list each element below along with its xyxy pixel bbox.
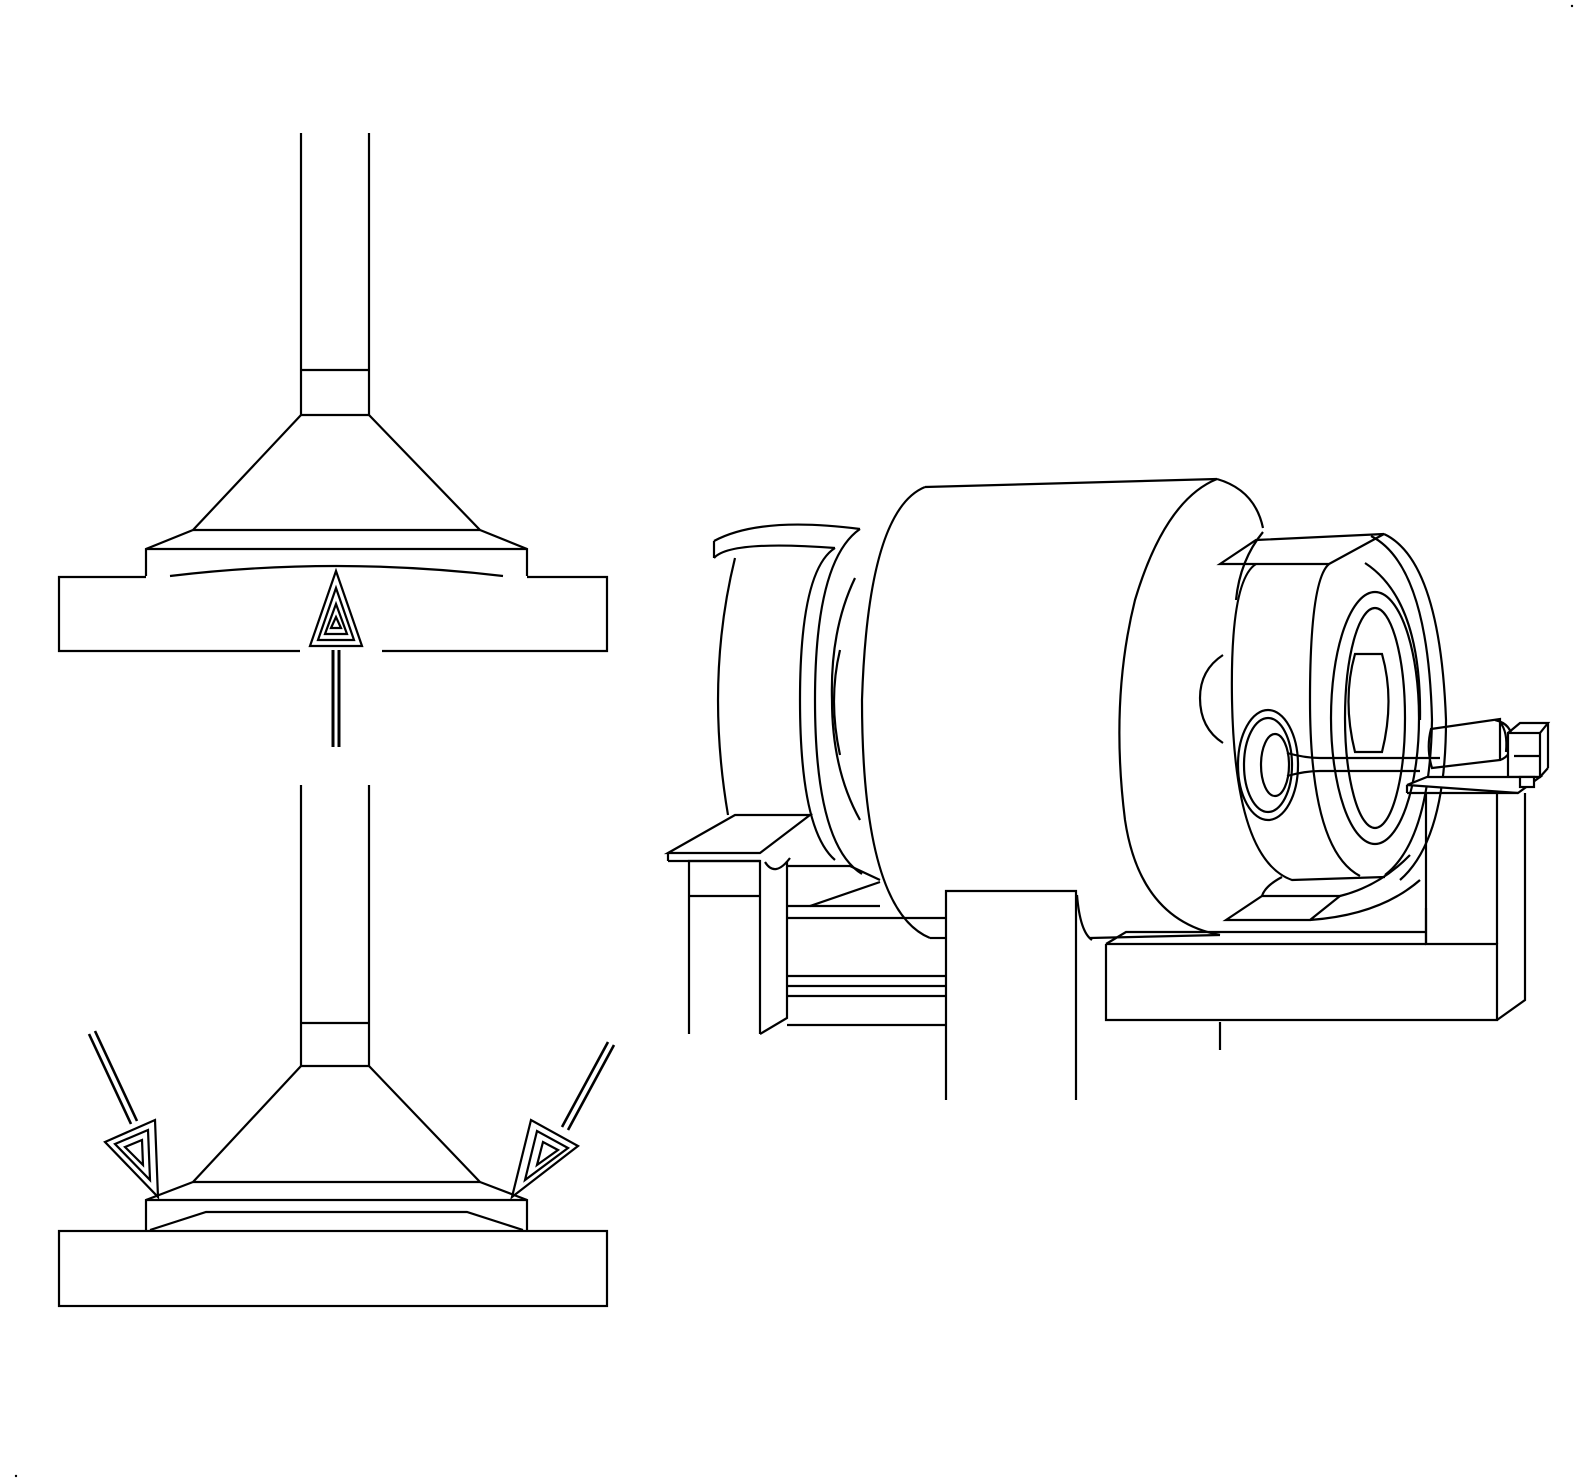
machine-left-pedestal [663, 813, 814, 1035]
corner-speck-top-right [1570, 4, 1574, 8]
top-valve-seat-block [57, 575, 609, 653]
top-valve-head [144, 414, 529, 578]
valve-grinding-machine [663, 477, 1551, 1100]
left-contact-arrow [87, 1030, 160, 1200]
machine-center-column [944, 889, 1078, 1100]
corner-speck-bottom-left [14, 1474, 18, 1478]
machine-valve-chuck [1236, 708, 1440, 822]
machine-right-wheel [1198, 531, 1448, 882]
machine-motor-housing [860, 477, 1265, 941]
machine-base-rails [787, 864, 946, 1027]
bottom-valve-stem [299, 785, 371, 1068]
top-valve-stem [299, 133, 371, 417]
machine-left-wheel [712, 523, 863, 875]
top-contact-arrow [308, 567, 364, 747]
bottom-valve-seat-block [57, 1229, 609, 1308]
top-valve-assembly [57, 133, 609, 747]
machine-right-base [1104, 793, 1527, 1050]
right-contact-arrow [510, 1041, 616, 1200]
bottom-valve-head [144, 1065, 529, 1232]
machine-valve-holder [1405, 717, 1551, 795]
bottom-valve-assembly [57, 785, 616, 1308]
